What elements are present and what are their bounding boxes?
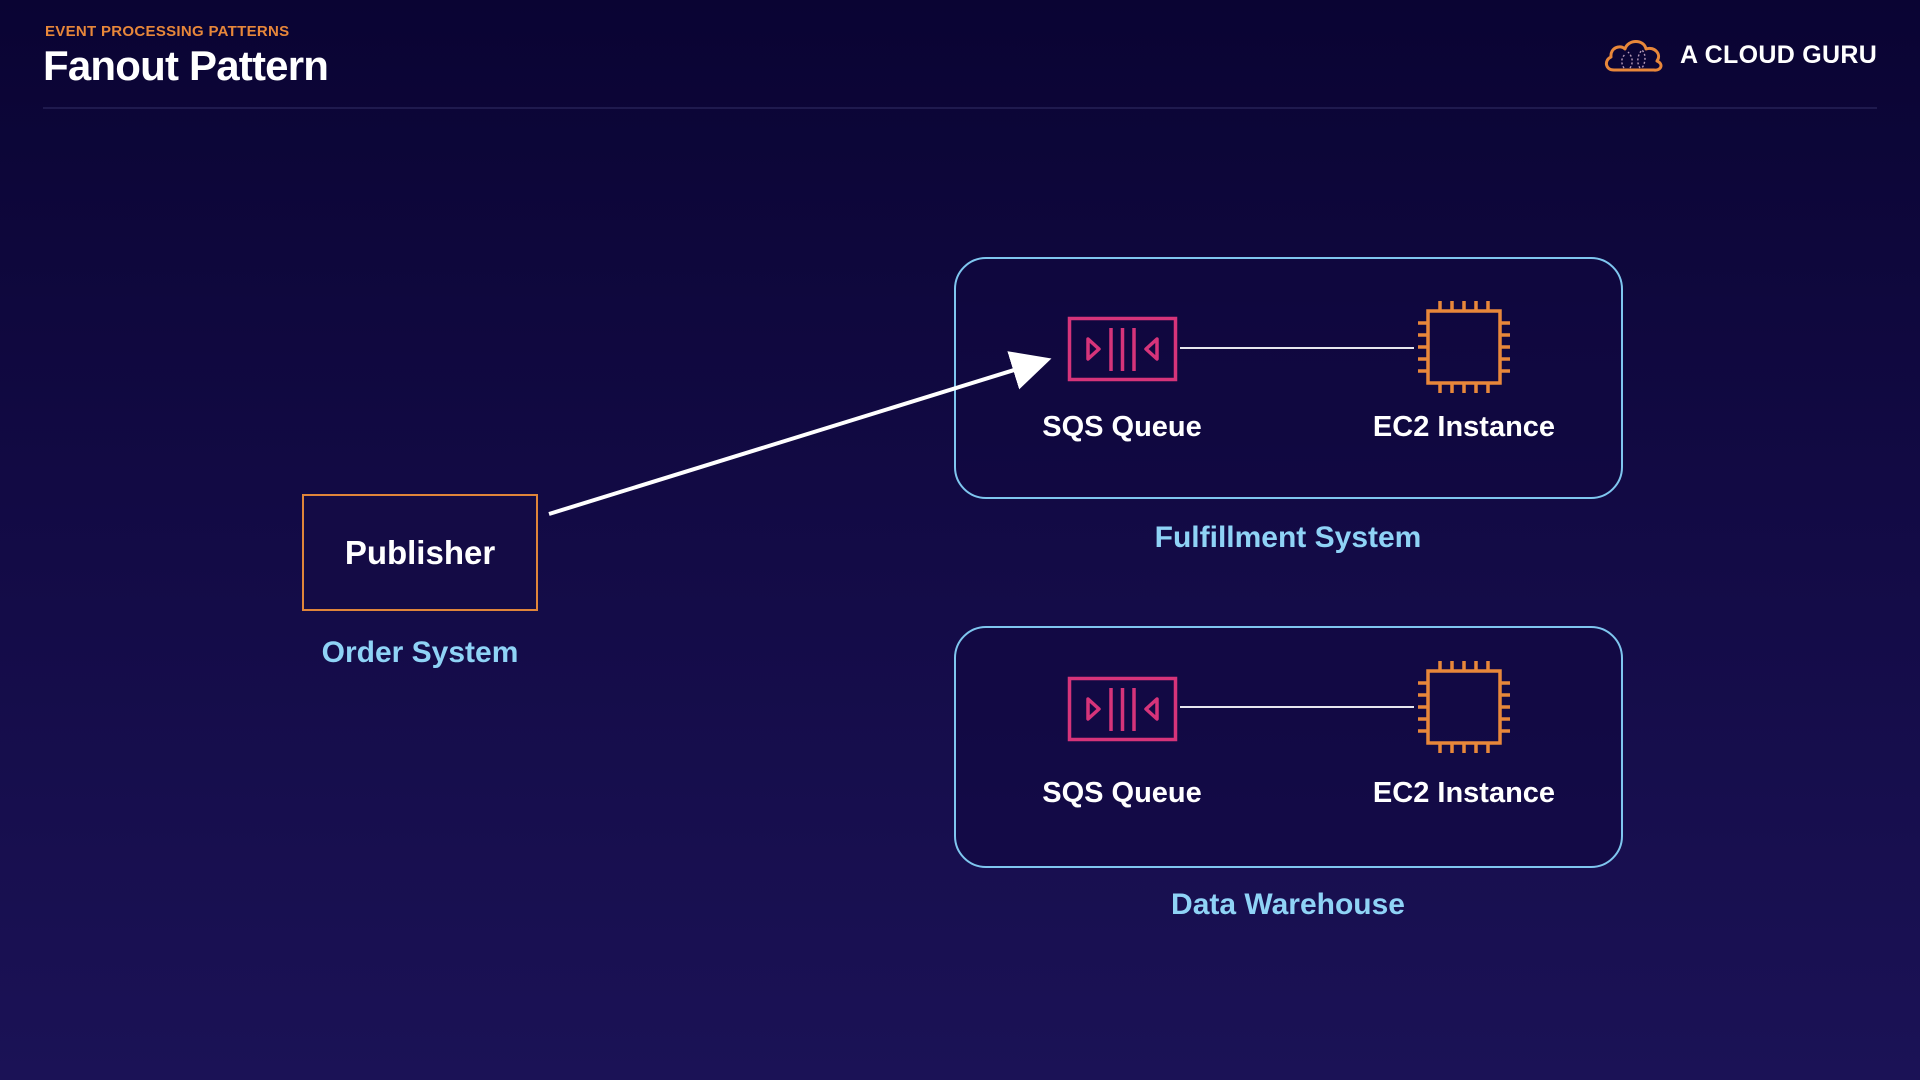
cloud-logo-icon bbox=[1605, 40, 1663, 72]
fulfillment-system-group bbox=[954, 257, 1623, 499]
brand-logo: A CLOUD GURU bbox=[1602, 34, 1877, 76]
slide-title: Fanout Pattern bbox=[43, 42, 329, 89]
order-system-caption: Order System bbox=[321, 636, 519, 669]
sqs-queue-label: SQS Queue bbox=[1042, 411, 1202, 443]
publisher-node: Publisher bbox=[302, 494, 538, 611]
ec2-instance-label: EC2 Instance bbox=[1372, 777, 1556, 809]
data-warehouse-group bbox=[954, 626, 1623, 868]
publisher-label: Publisher bbox=[344, 533, 496, 571]
ec2-instance-label: EC2 Instance bbox=[1372, 411, 1556, 443]
data-warehouse-caption: Data Warehouse bbox=[1171, 888, 1405, 921]
section-kicker: EVENT PROCESSING PATTERNS bbox=[45, 23, 290, 40]
fulfillment-system-caption: Fulfillment System bbox=[1154, 521, 1422, 554]
brand-name: A CLOUD GURU bbox=[1680, 40, 1878, 69]
header-divider bbox=[43, 107, 1877, 109]
sqs-queue-label: SQS Queue bbox=[1042, 777, 1202, 809]
